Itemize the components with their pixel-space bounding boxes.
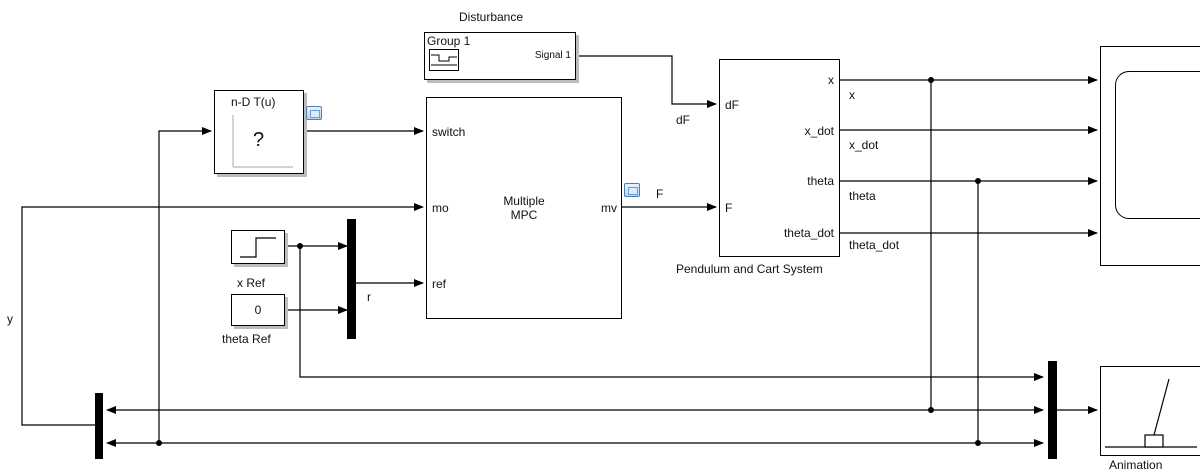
mpc-port-switch: switch xyxy=(432,125,466,139)
mpc-name-line1: Multiple xyxy=(503,194,545,208)
plant-port-x: x xyxy=(828,73,834,87)
scope-block[interactable] xyxy=(1100,46,1200,266)
lookup-table-block[interactable]: n-D T(u) ? xyxy=(214,90,304,174)
x-ref-step-block[interactable] xyxy=(231,230,285,264)
animation-name: Animation xyxy=(1109,458,1163,472)
branch-point xyxy=(156,440,162,446)
disturbance-group-label: Group 1 xyxy=(427,34,471,48)
plant-port-df: dF xyxy=(725,98,740,112)
line-theta-to-lookup xyxy=(158,127,212,443)
line-disturbance-to-df xyxy=(576,55,717,108)
plant-name: Pendulum and Cart System xyxy=(676,262,823,276)
signal-label-df: dF xyxy=(676,113,691,127)
disturbance-block[interactable]: Group 1 Signal 1 xyxy=(424,32,576,80)
display-icon[interactable] xyxy=(624,183,640,197)
branch-point xyxy=(928,77,934,83)
pendulum-icon xyxy=(1105,378,1197,448)
theta-ref-value: 0 xyxy=(254,303,262,317)
line-xref-to-animation-mux xyxy=(299,246,1044,381)
signal-label-x-dot: x_dot xyxy=(849,138,879,152)
signal-label-f: F xyxy=(656,187,664,201)
pendulum-cart-block[interactable]: dF F x x_dot theta theta_dot xyxy=(719,59,840,257)
feedback-mux-block[interactable] xyxy=(95,393,103,459)
signal-label-theta-dot: theta_dot xyxy=(849,238,900,252)
disturbance-signal-label: Signal 1 xyxy=(534,50,571,61)
signal-label-x: x xyxy=(849,88,855,102)
plant-port-f: F xyxy=(725,201,733,215)
branch-point xyxy=(975,178,981,184)
lookup-question-icon: ? xyxy=(253,129,265,151)
step-icon xyxy=(240,237,276,258)
theta-ref-constant-block[interactable]: 0 xyxy=(231,294,285,326)
plant-port-theta: theta xyxy=(807,174,834,188)
disturbance-title: Disturbance xyxy=(459,10,524,24)
animation-mux-block[interactable] xyxy=(1048,361,1057,459)
mpc-port-mv: mv xyxy=(601,201,617,215)
plant-port-x-dot: x_dot xyxy=(804,124,834,138)
x-ref-name: x Ref xyxy=(237,276,266,290)
branch-point xyxy=(297,243,303,249)
mpc-name-line2: MPC xyxy=(510,208,538,222)
mpc-port-mo: mo xyxy=(432,201,449,215)
signal-label-r: r xyxy=(367,290,371,304)
lookup-axes-icon xyxy=(232,115,293,168)
signal-label-theta: theta xyxy=(849,189,876,203)
mpc-port-ref: ref xyxy=(432,277,447,291)
scope-screen-icon xyxy=(1115,71,1200,219)
theta-ref-name: theta Ref xyxy=(222,332,271,346)
branch-point xyxy=(928,407,934,413)
display-icon[interactable] xyxy=(306,106,322,120)
multiple-mpc-block[interactable]: switch mo ref mv Multiple MPC xyxy=(426,97,622,319)
signal-label-y: y xyxy=(7,312,13,326)
line-y-to-mo xyxy=(21,203,424,426)
plant-port-theta-dot: theta_dot xyxy=(783,226,834,240)
signal-builder-icon xyxy=(429,49,459,71)
animation-block[interactable] xyxy=(1100,366,1200,456)
ref-mux-block[interactable] xyxy=(347,219,356,339)
lookup-label: n-D T(u) xyxy=(231,95,276,109)
branch-point xyxy=(975,440,981,446)
